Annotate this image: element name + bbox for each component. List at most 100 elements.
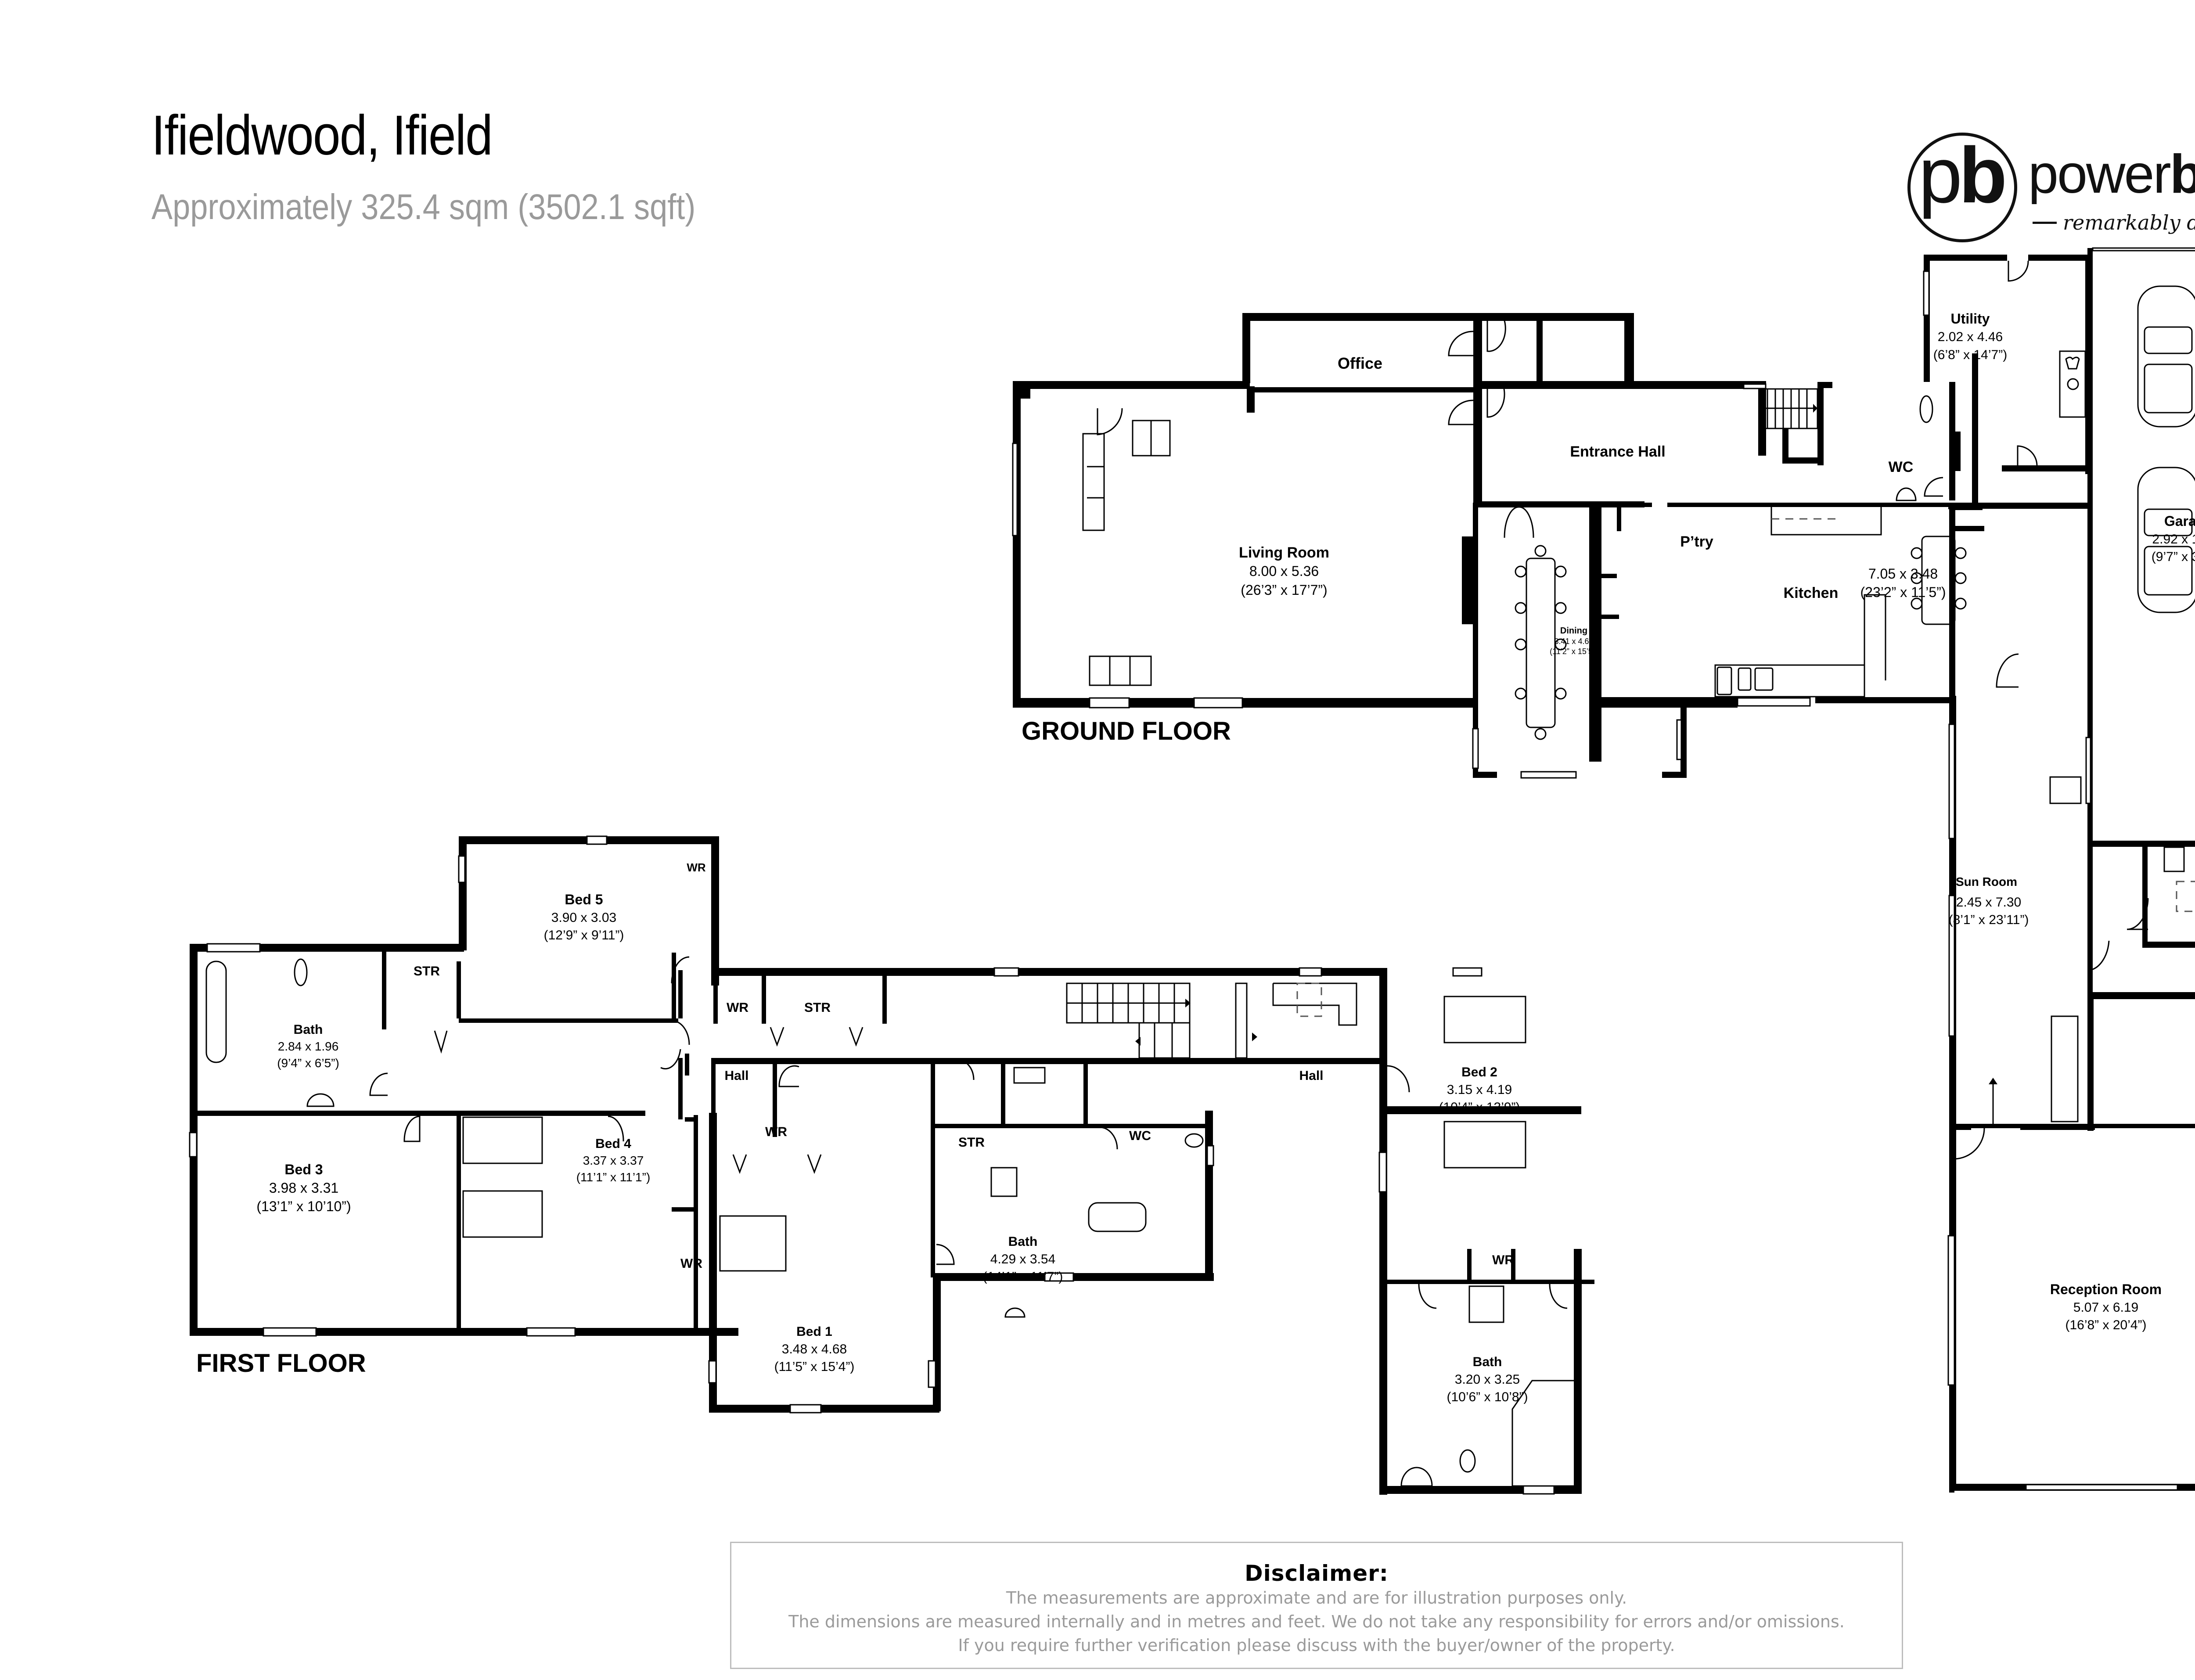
window <box>263 1327 317 1337</box>
room-dim-bath-b-imperial: (14’1” x 11’7”) <box>983 1270 1063 1284</box>
door-swing <box>2127 898 2149 930</box>
logo-wordmark: powerbespoke <box>2028 144 2195 205</box>
room-dim-garage-imperial: (9’7” x 34’9”) <box>2152 550 2195 564</box>
window <box>1193 697 1243 709</box>
door-swing <box>2089 940 2110 971</box>
door-swing <box>1418 1284 1437 1309</box>
room-label-wr-a: WR <box>727 1000 748 1015</box>
porch-walls <box>1478 313 1549 383</box>
disclaimer-line: The dimensions are measured internally a… <box>788 1612 1845 1631</box>
logo-monogram: pb <box>1918 131 2007 219</box>
room-label-utility: Utility <box>1951 311 1990 327</box>
disclaimer-line: If you require further verification plea… <box>958 1636 1675 1655</box>
header: Ifieldwood, Ifield Approximately 325.4 s… <box>151 108 770 225</box>
room-dim-kitchen-imperial: (23’2” x 11’5”) <box>1860 584 1946 600</box>
room-label-living: Living Room <box>1239 544 1329 561</box>
bifold-door <box>434 1030 448 1054</box>
window <box>708 1360 717 1384</box>
garage-door <box>2092 247 2195 252</box>
room-dim-bed3: 3.98 x 3.31 <box>269 1180 338 1196</box>
garage-wc <box>2142 841 2195 948</box>
room-label-bed4-wr: WR <box>680 1256 702 1271</box>
desk <box>1272 982 1357 1026</box>
staircase-icon <box>1066 982 1257 1059</box>
room-label-bed1-wr: WR <box>765 1125 787 1139</box>
window <box>789 1404 822 1414</box>
door-swing <box>660 1049 681 1070</box>
room-dim-living: 8.00 x 5.36 <box>1249 563 1319 579</box>
dryer-icon <box>2067 378 2079 390</box>
room-label-bed4: Bed 4 <box>595 1137 631 1151</box>
window <box>1472 728 1479 769</box>
window <box>586 835 608 845</box>
room-dim-living-imperial: (26’3” x 17’7”) <box>1241 582 1327 598</box>
room-label-wc: WC <box>1889 459 1914 475</box>
window <box>1206 1145 1214 1166</box>
room-dim-garage: 2.92 x 10.59 <box>2152 532 2195 547</box>
room-dim-bed1: 3.48 x 4.68 <box>782 1342 847 1356</box>
door-swing <box>1486 319 1506 352</box>
window <box>1012 442 1018 536</box>
bifold-door <box>732 1154 747 1174</box>
step <box>2051 1015 2079 1122</box>
room-dim-bath-a: 2.84 x 1.96 <box>278 1040 339 1053</box>
window <box>189 1132 198 1158</box>
window <box>1947 1235 1955 1386</box>
room-dim-kitchen: 7.05 x 3.48 <box>1868 566 1938 582</box>
room-label-bed3: Bed 3 <box>284 1162 323 1177</box>
bifold-door <box>807 1154 822 1174</box>
room-label-kitchen: Kitchen <box>1784 585 1839 601</box>
room-dim-bed2-imperial: (10’4” x 13’9”) <box>1439 1100 1520 1115</box>
door-swing <box>778 1065 799 1087</box>
room-dim-bath-b: 4.29 x 3.54 <box>990 1252 1055 1266</box>
door-swing <box>671 956 690 984</box>
room-label-bed2: Bed 2 <box>1461 1065 1497 1079</box>
room-dim-dining: 3.41 x 4.69 <box>1554 637 1593 646</box>
door-swing <box>1099 1126 1118 1150</box>
bath-b-fixtures <box>990 1067 1204 1318</box>
door-swing <box>369 1072 388 1096</box>
cabinet <box>2049 776 2082 804</box>
window <box>1520 771 1577 779</box>
car-icon <box>2137 467 2195 613</box>
worktop <box>2059 350 2086 418</box>
property-area: Approximately 325.4 sqm (3502.1 sqft) <box>151 187 696 227</box>
room-label-garage: Garage <box>2164 513 2195 529</box>
window <box>993 967 1019 977</box>
window <box>1044 1272 1074 1282</box>
reception-walls <box>1949 1124 2195 1493</box>
room-label-bath-a: Bath <box>294 1022 323 1037</box>
kitchen-table-icon <box>1911 536 1967 625</box>
window <box>2085 737 2091 804</box>
garage-walls <box>2087 248 2195 999</box>
dining-table-icon <box>1515 545 1567 740</box>
room-label-bed1: Bed 1 <box>796 1324 832 1339</box>
room-dim-bath-c: 3.20 x 3.25 <box>1455 1372 1520 1387</box>
toilet-icon <box>1919 395 1933 423</box>
door-swing <box>403 1115 421 1142</box>
logo-circle-icon <box>1907 133 2017 242</box>
disclaimer-line: The measurements are approximate and are… <box>1006 1588 1627 1608</box>
room-dim-bed2: 3.15 x 4.19 <box>1447 1083 1512 1097</box>
room-label-sun-room: Sun Room <box>1956 875 2017 889</box>
window <box>1378 1151 1387 1193</box>
room-dim-sun-room: 2.45 x 7.30 <box>1956 895 2021 910</box>
room-dim-reception-imperial: (16’8” x 20’4”) <box>2065 1318 2146 1332</box>
window <box>1676 719 1682 760</box>
window <box>458 855 466 883</box>
door-swing <box>2008 260 2029 282</box>
window <box>1923 270 1930 316</box>
window <box>206 943 261 953</box>
floor-label-first: FIRST FLOOR <box>196 1349 366 1378</box>
utility-walls <box>1924 255 2091 509</box>
window <box>526 1327 576 1337</box>
logo-tagline: remarkably different. <box>2033 211 2195 234</box>
room-dim-reception: 5.07 x 6.19 <box>2073 1300 2138 1315</box>
washing-icon <box>2065 356 2080 370</box>
room-dim-dining-imperial: (11’2” x 15’5”) <box>1550 647 1598 656</box>
door-swing <box>1448 331 1474 356</box>
room-label-str-b: STR <box>804 1000 831 1015</box>
property-title: Ifieldwood, Ifield <box>151 104 493 167</box>
car-icon <box>2137 285 2195 428</box>
